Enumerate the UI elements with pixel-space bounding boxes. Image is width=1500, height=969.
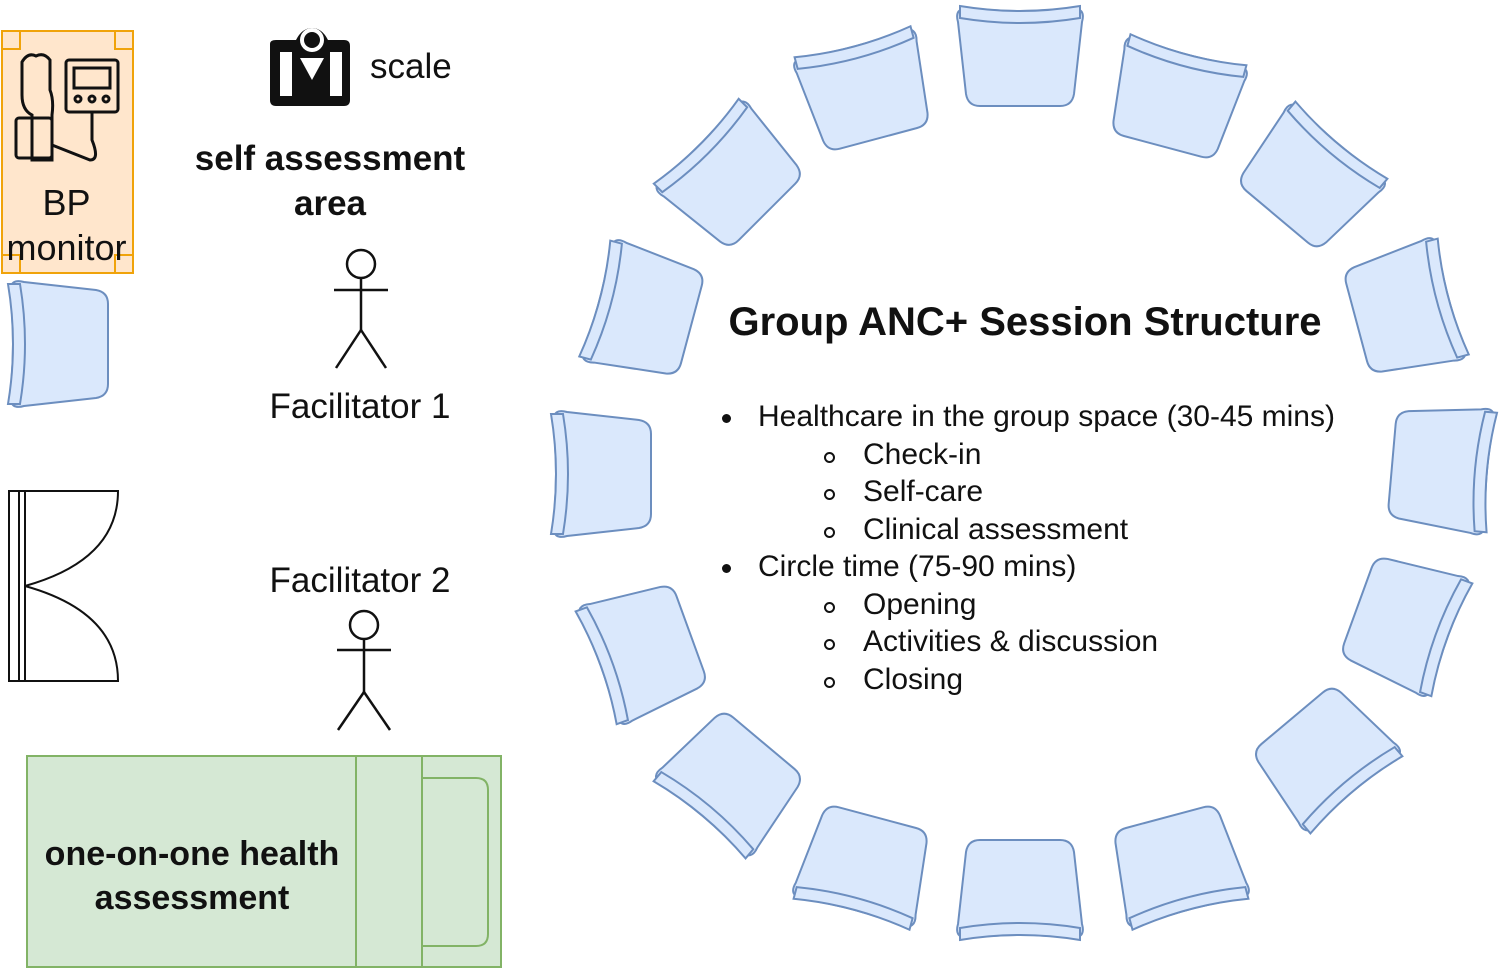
self-assessment-label-line-2: area (293, 184, 367, 223)
list-subitem: Activities & discussion (718, 623, 1398, 661)
chair-icon[interactable] (573, 573, 713, 728)
list-item: Healthcare in the group space (30-45 min… (718, 398, 1398, 436)
self-assessment-label-line-1: self assessment (194, 139, 466, 178)
one-on-one-label-line-2: assessment (94, 879, 290, 917)
session-title: Group ANC+ Session Structure (728, 300, 1322, 344)
chair-icon[interactable] (1227, 98, 1391, 259)
chair-icon[interactable] (789, 800, 940, 932)
bp-monitor-box[interactable] (1, 30, 134, 274)
facilitator-2-person-icon[interactable] (336, 609, 392, 731)
chair-icon[interactable] (1339, 234, 1471, 385)
chair-icon[interactable] (650, 701, 814, 862)
list-subitem: Clinical assessment (718, 511, 1398, 549)
bp-monitor-label-line-2: monitor (6, 227, 127, 268)
list-subitem: Check-in (718, 436, 1398, 474)
blood-pressure-monitor-icon (14, 53, 120, 162)
facilitator-1-label: Facilitator 1 (269, 387, 451, 426)
self-assessment-area-label: self assessment area (180, 136, 480, 226)
chair-icon[interactable] (550, 410, 652, 538)
chair-icon[interactable] (956, 839, 1084, 941)
chair-icon[interactable] (956, 5, 1084, 107)
chair-icon[interactable] (1385, 400, 1499, 537)
one-on-one-assessment-label: one-on-one health assessment (30, 832, 354, 920)
chair-icon[interactable] (577, 236, 709, 387)
chair-icon[interactable] (650, 95, 813, 258)
chair-icon[interactable] (1100, 32, 1251, 164)
chair-icon[interactable] (1102, 800, 1253, 932)
self-assessment-chair-icon[interactable] (7, 280, 109, 408)
facilitator-2-label: Facilitator 2 (269, 561, 451, 600)
session-structure-list: Healthcare in the group space (30-45 min… (718, 398, 1398, 698)
folding-screen-icon[interactable] (8, 490, 120, 682)
facilitator-1-person-icon[interactable] (334, 248, 388, 369)
bp-monitor-label: BP monitor (0, 180, 133, 270)
scale-label: scale (370, 47, 452, 86)
bed-icon[interactable] (26, 755, 502, 968)
weighing-scale-icon (270, 28, 350, 106)
list-subitem: Closing (718, 661, 1398, 699)
chair-icon[interactable] (1242, 676, 1406, 837)
bp-monitor-label-line-1: BP (42, 182, 91, 223)
list-subitem: Opening (718, 586, 1398, 624)
chair-icon[interactable] (790, 24, 941, 156)
one-on-one-label-line-1: one-on-one health (44, 835, 340, 873)
list-subitem: Self-care (718, 473, 1398, 511)
list-item: Circle time (75-90 mins) (718, 548, 1398, 586)
